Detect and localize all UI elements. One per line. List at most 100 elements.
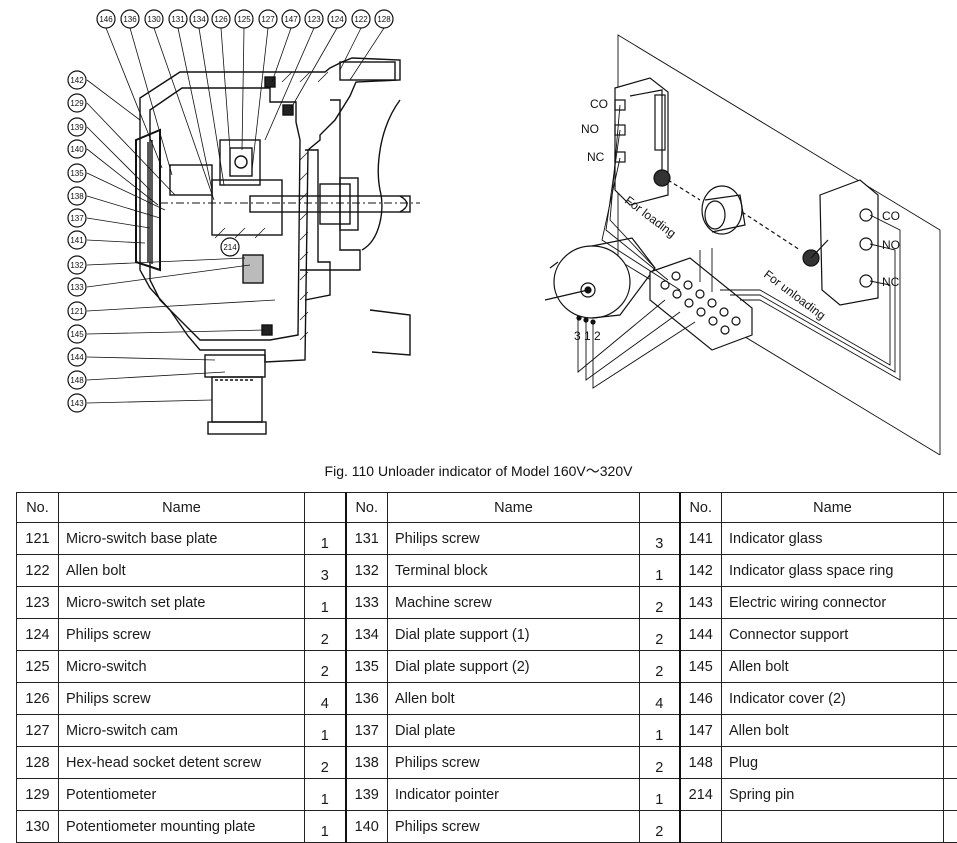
part-qty: 2 <box>640 747 680 779</box>
part-qty: 3 <box>305 555 346 587</box>
part-qty: 1 <box>944 619 957 651</box>
figure-drawings: 146 136 130 131 134 126 125 127 147 123 … <box>0 0 957 455</box>
part-no: 135 <box>346 651 388 683</box>
part-no: 137 <box>346 715 388 747</box>
svg-text:128: 128 <box>377 15 391 24</box>
svg-text:142: 142 <box>70 76 84 85</box>
part-qty: 1 <box>640 715 680 747</box>
callout-125: 125 <box>235 10 253 28</box>
header-no: No. <box>17 493 59 523</box>
svg-text:135: 135 <box>70 169 84 178</box>
callout-129: 129 <box>68 94 86 112</box>
part-name: Terminal block <box>388 555 640 587</box>
part-qty: 1 <box>305 779 346 811</box>
part-no: 133 <box>346 587 388 619</box>
part-name: Allen bolt <box>722 715 944 747</box>
part-qty: 1 <box>305 715 346 747</box>
part-qty: 2 <box>305 619 346 651</box>
svg-text:141: 141 <box>70 236 84 245</box>
part-qty: 3 <box>944 715 957 747</box>
header-qty <box>305 493 346 523</box>
svg-text:130: 130 <box>147 15 161 24</box>
part-no: 134 <box>346 619 388 651</box>
part-name: Potentiometer mounting plate <box>59 811 305 843</box>
part-qty: 1 <box>944 555 957 587</box>
part-name: Indicator glass space ring <box>722 555 944 587</box>
svg-text:124: 124 <box>330 15 344 24</box>
part-no: 148 <box>680 747 722 779</box>
callout-214: 214 <box>221 238 239 256</box>
svg-text:121: 121 <box>70 307 84 316</box>
svg-text:148: 148 <box>70 376 84 385</box>
svg-text:147: 147 <box>284 15 298 24</box>
part-name: Hex-head socket detent screw <box>59 747 305 779</box>
svg-text:214: 214 <box>223 243 237 252</box>
table-header-row: No. Name No. Name No. Name <box>17 493 957 523</box>
callout-142: 142 <box>68 71 86 89</box>
part-name: Micro-switch cam <box>59 715 305 747</box>
svg-text:140: 140 <box>70 145 84 154</box>
svg-text:137: 137 <box>70 214 84 223</box>
callout-143: 143 <box>68 394 86 412</box>
part-no: 144 <box>680 619 722 651</box>
part-name: Allen bolt <box>722 651 944 683</box>
callout-148: 148 <box>68 371 86 389</box>
part-qty: 1 <box>944 523 957 555</box>
right-switch-no-label: NO <box>882 238 900 252</box>
svg-text:139: 139 <box>70 123 84 132</box>
parts-table: No. Name No. Name No. Name 121 Micro-swi… <box>16 492 957 843</box>
part-no: 126 <box>17 683 59 715</box>
callout-126: 126 <box>212 10 230 28</box>
part-no: 141 <box>680 523 722 555</box>
table-row: 130 Potentiometer mounting plate 1 140 P… <box>17 811 957 843</box>
part-name: Plug <box>722 747 944 779</box>
table-row: 124 Philips screw 2 134 Dial plate suppo… <box>17 619 957 651</box>
part-name: Micro-switch set plate <box>59 587 305 619</box>
part-qty: 2 <box>944 651 957 683</box>
callouts-left: 142 129 139 140 135 138 137 141 132 133 … <box>68 71 239 412</box>
callout-133: 133 <box>68 278 86 296</box>
header-qty <box>640 493 680 523</box>
part-qty: 3 <box>640 523 680 555</box>
part-name <box>722 811 944 843</box>
part-no: 139 <box>346 779 388 811</box>
part-no: 122 <box>17 555 59 587</box>
svg-text:134: 134 <box>192 15 206 24</box>
part-no: 138 <box>346 747 388 779</box>
part-qty <box>944 811 957 843</box>
part-no: 214 <box>680 779 722 811</box>
part-no: 129 <box>17 779 59 811</box>
part-qty: 1 <box>944 779 957 811</box>
part-no: 123 <box>17 587 59 619</box>
part-no: 121 <box>17 523 59 555</box>
svg-text:143: 143 <box>70 399 84 408</box>
cam <box>702 186 745 234</box>
left-switch-nc-label: NC <box>587 150 605 164</box>
svg-text:145: 145 <box>70 330 84 339</box>
callout-122: 122 <box>352 10 370 28</box>
callout-139: 139 <box>68 118 86 136</box>
for-loading-label: For loading <box>622 193 678 240</box>
part-name: Potentiometer <box>59 779 305 811</box>
part-name: Electric wiring connector <box>722 587 944 619</box>
part-no: 140 <box>346 811 388 843</box>
part-qty: 4 <box>305 683 346 715</box>
part-name: Micro-switch <box>59 651 305 683</box>
callout-135: 135 <box>68 164 86 182</box>
callout-136: 136 <box>121 10 139 28</box>
micro-switch-left <box>615 78 670 205</box>
callout-146: 146 <box>97 10 115 28</box>
part-qty: 1 <box>305 811 346 843</box>
part-name: Allen bolt <box>388 683 640 715</box>
part-qty: 2 <box>305 651 346 683</box>
table-row: 127 Micro-switch cam 1 137 Dial plate 1 … <box>17 715 957 747</box>
table-row: 123 Micro-switch set plate 1 133 Machine… <box>17 587 957 619</box>
part-no: 130 <box>17 811 59 843</box>
part-name: Allen bolt <box>59 555 305 587</box>
part-qty: 1 <box>944 683 957 715</box>
svg-text:136: 136 <box>123 15 137 24</box>
svg-text:131: 131 <box>171 15 185 24</box>
right-switch-nc-label: NC <box>882 275 900 289</box>
part-no <box>680 811 722 843</box>
callout-138: 138 <box>68 187 86 205</box>
